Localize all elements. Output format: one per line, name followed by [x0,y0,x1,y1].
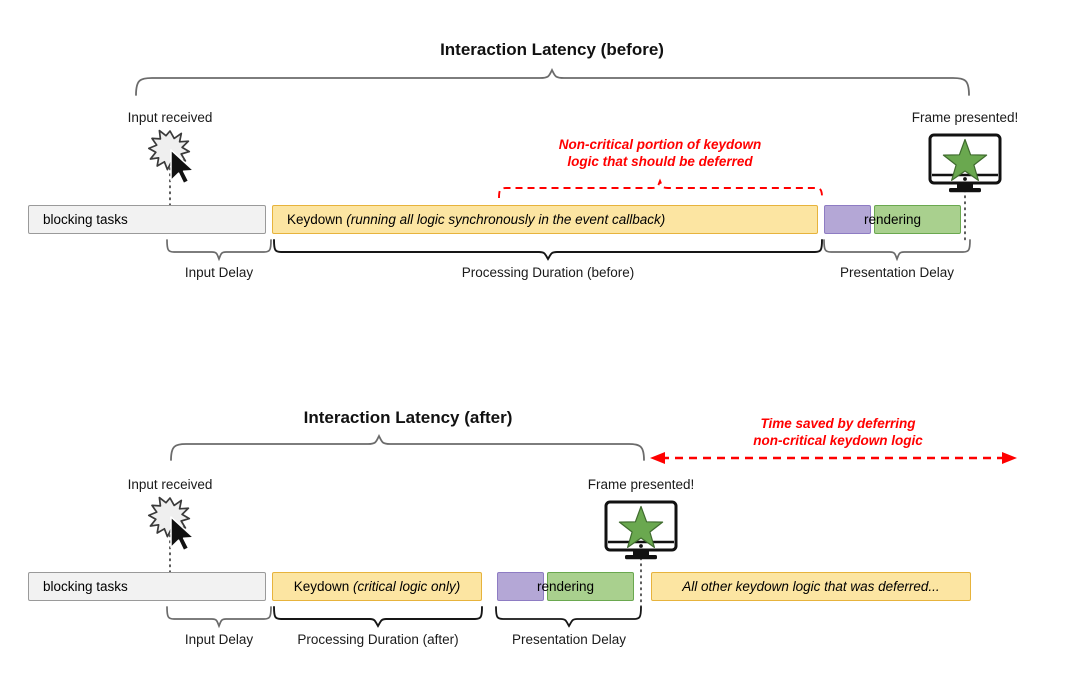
before-brace-label-processing: Processing Duration (before) [461,265,635,280]
before-input-received-label: Input received [127,110,213,125]
after-bar-keydown-label-plain: Keydown [293,579,353,594]
after-input-received-label: Input received [127,477,213,492]
after-timesaved-arrow [650,452,1017,464]
before-latency-brace [135,67,970,96]
monitor-icon [928,133,1002,193]
cursor-icon [170,516,195,552]
before-bar-keydown-label: Keydown (running all logic synchronously… [273,212,665,227]
before-presentation-brace [823,239,971,262]
cursor-icon [170,149,195,185]
before-frame-presented-label: Frame presented! [911,110,1019,125]
after-bar-keydown-label: Keydown (critical logic only) [273,579,481,594]
after-red-annotation-line2: non-critical keydown logic [753,433,923,449]
before-input-delay-brace [166,239,272,262]
after-brace-label-input-delay: Input Delay [184,632,254,647]
after-frame-presented-label: Frame presented! [587,477,695,492]
before-brace-label-input-delay: Input Delay [184,265,254,280]
after-title: Interaction Latency (after) [303,408,513,427]
star-icon [942,138,988,181]
before-bar-presentation-purple[interactable] [824,205,871,234]
burst-icon [147,129,191,171]
after-bar-presentation-purple[interactable] [497,572,544,601]
before-bar-presentation-green[interactable] [874,205,961,234]
after-latency-brace [170,433,645,461]
after-bar-deferred[interactable]: All other keydown logic that was deferre… [651,572,971,601]
burst-icon [147,496,191,538]
before-red-annotation: Non-critical portion of keydown logic th… [460,136,860,171]
monitor-icon [604,500,678,560]
after-bar-keydown[interactable]: Keydown (critical logic only) [272,572,482,601]
before-red-annotation-line1: Non-critical portion of keydown [558,137,762,152]
after-red-annotation-line1: Time saved by deferring [760,416,916,431]
before-bar-blocking-tasks-label: blocking tasks [43,212,128,227]
after-bar-keydown-label-italic: (critical logic only) [353,579,461,594]
after-input-delay-brace [166,606,272,629]
after-brace-label-presentation: Presentation Delay [511,632,627,647]
after-bar-blocking-tasks-label: blocking tasks [43,579,128,594]
star-icon [618,505,664,548]
after-red-annotation: Time saved by deferring non-critical key… [638,415,1038,450]
after-bar-presentation-green[interactable] [547,572,634,601]
before-noncritical-brace [498,178,823,199]
after-processing-brace [273,606,483,628]
before-bar-keydown-label-italic: (running all logic synchronously in the … [346,212,666,227]
before-bar-keydown-label-plain: Keydown [287,212,347,227]
before-red-annotation-line2: logic that should be deferred [567,154,753,170]
after-bar-deferred-label: All other keydown logic that was deferre… [682,579,940,594]
after-presentation-brace [495,606,642,628]
after-bar-blocking-tasks[interactable]: blocking tasks [28,572,266,601]
before-title: Interaction Latency (before) [440,40,664,59]
after-brace-label-processing: Processing Duration (after) [297,632,459,647]
before-processing-brace [273,239,823,261]
before-brace-label-presentation: Presentation Delay [839,265,955,280]
before-bar-keydown[interactable]: Keydown (running all logic synchronously… [272,205,818,234]
before-bar-blocking-tasks[interactable]: blocking tasks [28,205,266,234]
